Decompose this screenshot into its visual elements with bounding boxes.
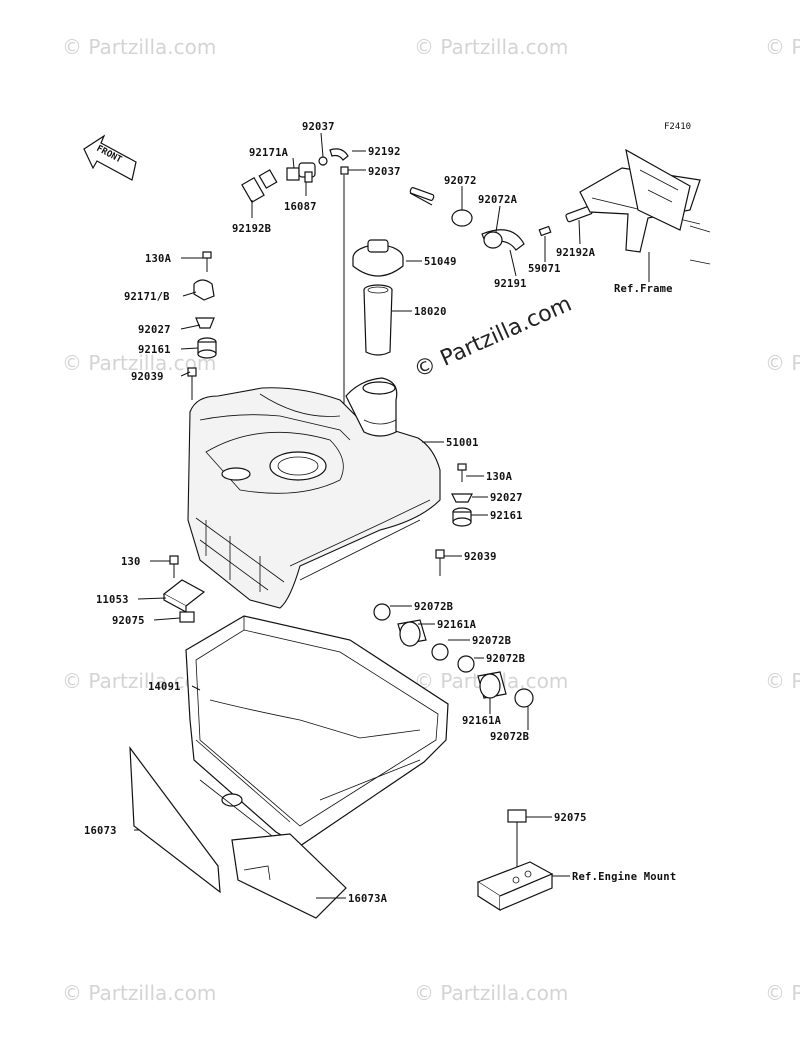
engine-mount-bracket [476, 809, 554, 912]
mount-hardware-right [435, 463, 473, 576]
part-label[interactable]: 92192A [556, 247, 596, 259]
part-label[interactable]: 92191 [494, 278, 527, 290]
pad-left [129, 746, 221, 894]
hose-clamp-group [409, 187, 593, 251]
part-label[interactable]: 130 [121, 556, 141, 568]
part-label[interactable]: 92039 [464, 551, 497, 563]
part-label[interactable]: 92161A [437, 619, 477, 631]
watermark: © Partzilla.com [62, 981, 216, 1005]
part-label[interactable]: 14091 [148, 681, 181, 693]
hose-joint-group [373, 603, 534, 708]
part-label[interactable]: 92039 [131, 371, 164, 383]
part-label[interactable]: 11053 [96, 594, 129, 606]
part-labels: 92037 92171A 92192 92037 16087 92192B 92… [84, 121, 596, 905]
part-label[interactable]: 92075 [554, 812, 587, 824]
part-label[interactable]: 92075 [112, 615, 145, 627]
fuel-tank [187, 377, 441, 609]
ref-engine-mount-label: Ref.Engine Mount [572, 871, 676, 883]
pad-right [231, 833, 347, 919]
part-label[interactable]: 16073 [84, 825, 117, 837]
part-label[interactable]: 51001 [446, 437, 479, 449]
watermark: © Partzilla.com [414, 35, 568, 59]
watermark: © Partzilla.com [62, 35, 216, 59]
part-label[interactable]: 92072A [478, 194, 518, 206]
part-label[interactable]: 92161 [138, 344, 171, 356]
watermark: © Partzilla.com [765, 351, 800, 375]
part-label[interactable]: 92027 [138, 324, 171, 336]
frame-bracket [579, 148, 711, 282]
mount-hardware-left [187, 251, 217, 400]
part-label[interactable]: 130A [486, 471, 513, 483]
part-label[interactable]: 92161A [462, 715, 502, 727]
filler-neck-pipe [363, 284, 393, 356]
part-label[interactable]: 92072B [414, 601, 453, 613]
part-label[interactable]: 92037 [302, 121, 335, 133]
part-label[interactable]: 51049 [424, 256, 457, 268]
ref-frame-label: Ref.Frame [614, 283, 673, 295]
part-label[interactable]: 130A [145, 253, 172, 265]
front-arrow-icon: FRONT [83, 134, 137, 181]
watermark: © Partzilla.com [414, 981, 568, 1005]
watermark: © Partzilla.com [765, 981, 800, 1005]
part-label[interactable]: 92072B [490, 731, 529, 743]
vent-valve-assembly [241, 148, 349, 405]
figure-code: F2410 [664, 122, 691, 132]
part-label[interactable]: 92072B [486, 653, 525, 665]
part-label[interactable]: 92037 [368, 166, 401, 178]
fuel-tank-tray [185, 615, 449, 851]
part-label[interactable]: 18020 [414, 306, 447, 318]
watermark: © Partzilla.com [765, 669, 800, 693]
part-label[interactable]: 16087 [284, 201, 317, 213]
part-label[interactable]: 92027 [490, 492, 523, 504]
leader-lines [134, 132, 581, 899]
part-label[interactable]: 92171/B [124, 291, 170, 303]
part-label[interactable]: 92192B [232, 223, 271, 235]
watermark: © Partzilla.com [765, 35, 800, 59]
part-label[interactable]: 92072B [472, 635, 511, 647]
part-label[interactable]: 16073A [348, 893, 388, 905]
part-label[interactable]: 92171A [249, 147, 289, 159]
part-label[interactable]: 92161 [490, 510, 523, 522]
part-label[interactable]: 59071 [528, 263, 561, 275]
tank-mount-bracket [162, 555, 206, 623]
fuel-cap [352, 239, 404, 277]
part-label[interactable]: 92192 [368, 146, 401, 158]
part-label[interactable]: 92072 [444, 175, 477, 187]
